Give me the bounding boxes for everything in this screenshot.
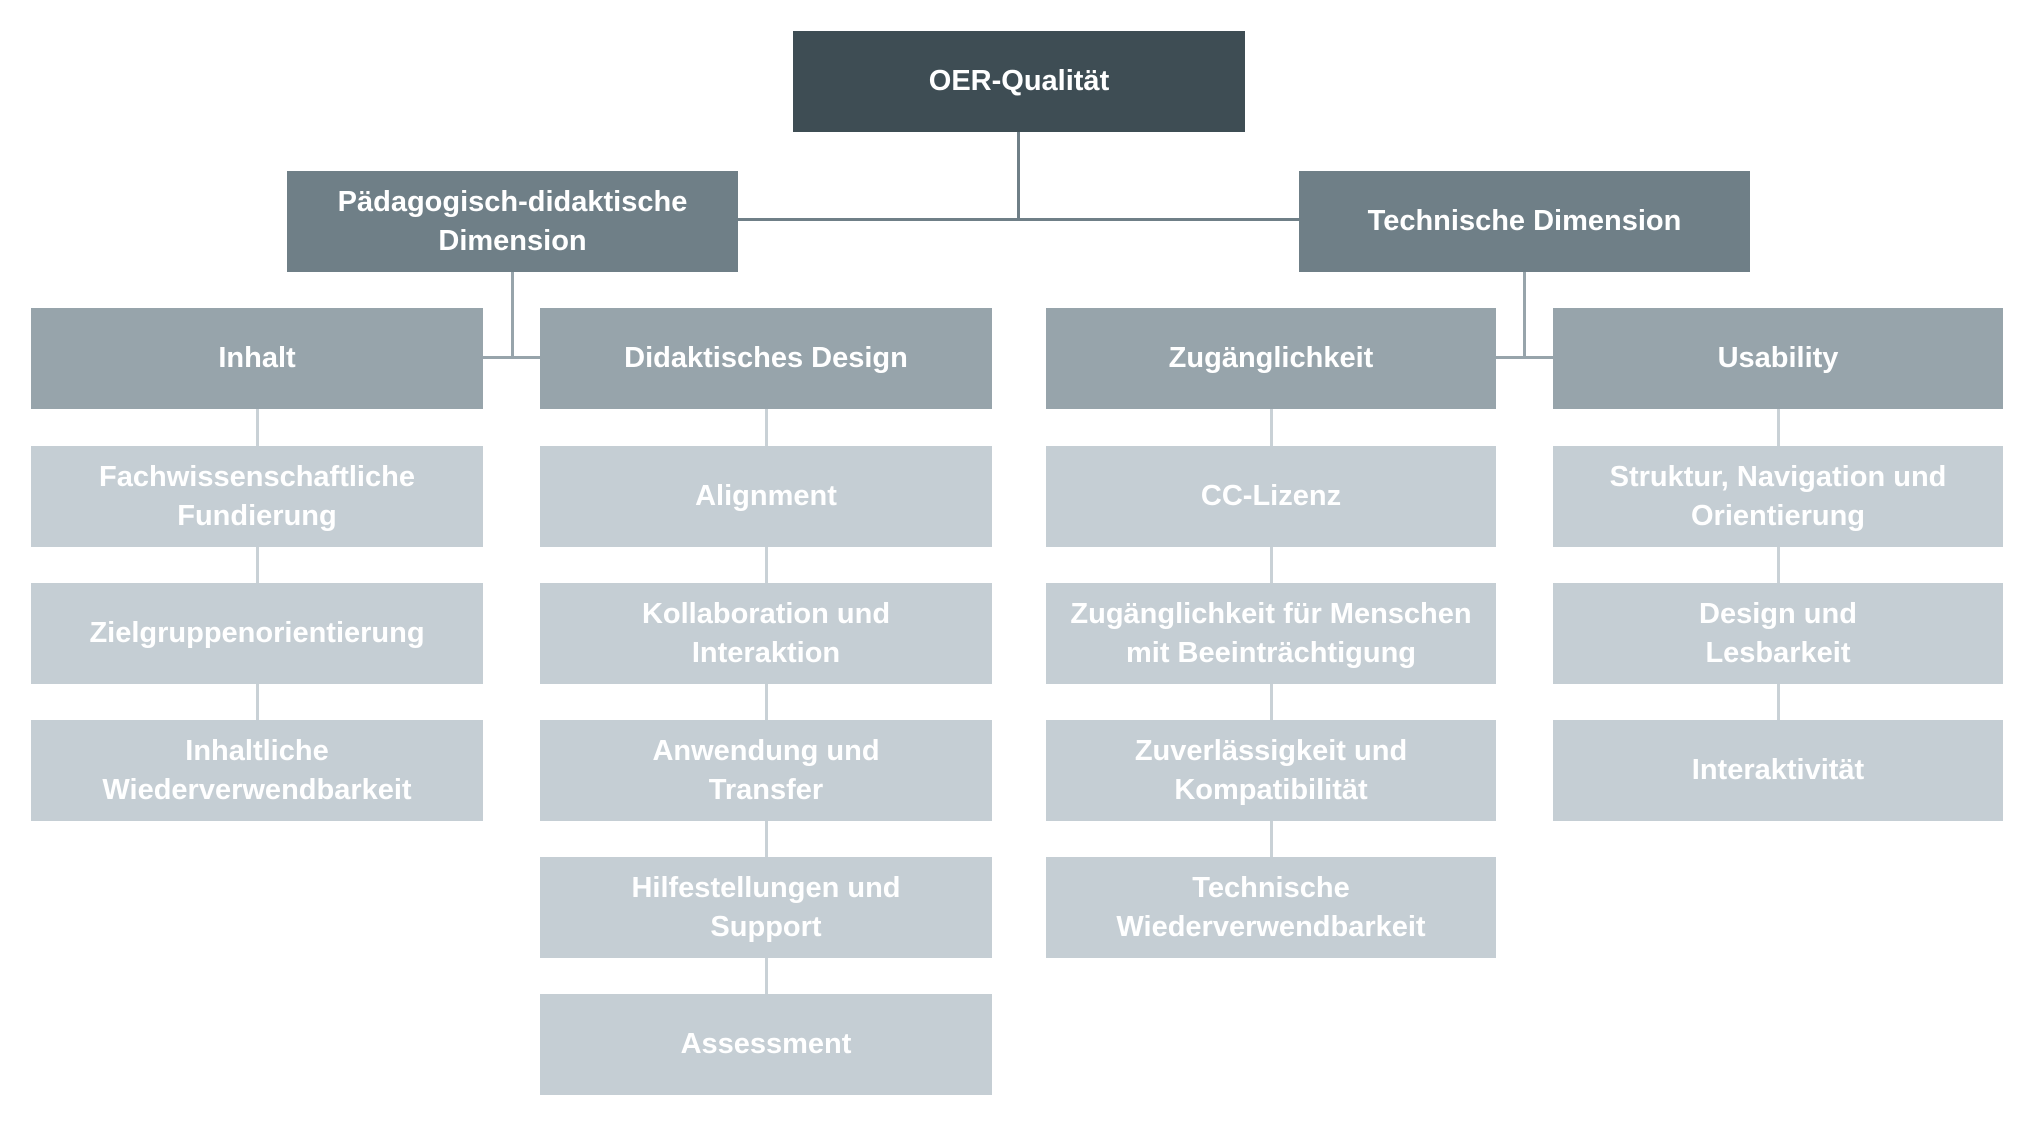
item-inhaltliche-wiederverwendbarkeit: Inhaltliche Wiederverwendbarkeit [31,720,483,821]
connector-root-stem [1017,132,1020,220]
dimension-box-technisch: Technische Dimension [1299,171,1750,272]
column-header-usability: Usability [1553,308,2003,409]
dimension-box-paedagogisch-didaktisch: Pädagogisch-didaktische Dimension [287,171,738,272]
item-kollaboration-und-interaktion-label: Kollaboration und Interaktion [641,597,891,669]
item-interaktivitaet: Interaktivität [1553,720,2003,821]
item-fachwissenschaftliche-fundierung: Fachwissenschaftliche Fundierung [31,446,483,547]
item-technische-wiederverwendbarkeit-label: Technische Wiederverwendbarkeit [1116,871,1426,943]
connector-col3-seg2 [1270,547,1273,583]
item-cc-lizenz-label: CC-Lizenz [1200,480,1342,512]
item-hilfestellungen-und-support: Hilfestellungen und Support [540,857,992,958]
connector-col1-seg1 [256,408,259,446]
connector-technisch-stem [1523,272,1526,358]
connector-col3-seg3 [1270,684,1273,720]
item-design-und-lesbarkeit: Design und Lesbarkeit [1553,583,2003,684]
connector-paedagogisch-stem [511,272,514,358]
item-alignment: Alignment [540,446,992,547]
item-alignment-label: Alignment [695,480,837,512]
column-header-zugaenglichkeit: Zugänglichkeit [1046,308,1496,409]
column-header-usability-label: Usability [1717,342,1839,374]
dimension-paedagogisch-label: Pädagogisch-didaktische Dimension [337,185,688,257]
connector-col4-seg1 [1777,408,1780,446]
item-anwendung-und-transfer: Anwendung und Transfer [540,720,992,821]
item-kollaboration-und-interaktion: Kollaboration und Interaktion [540,583,992,684]
column-header-didaktisches-design-label: Didaktisches Design [624,342,908,374]
connector-col4-seg3 [1777,684,1780,720]
connector-col2-seg3 [765,684,768,720]
item-anwendung-und-transfer-label: Anwendung und Transfer [652,734,880,806]
connector-col3-seg1 [1270,408,1273,446]
item-assessment-label: Assessment [680,1028,852,1060]
connector-col4-seg2 [1777,547,1780,583]
item-cc-lizenz: CC-Lizenz [1046,446,1496,547]
column-header-zugaenglichkeit-label: Zugänglichkeit [1168,342,1374,374]
item-zielgruppenorientierung: Zielgruppenorientierung [31,583,483,684]
item-zielgruppenorientierung-label: Zielgruppenorientierung [89,617,425,649]
column-header-inhalt: Inhalt [31,308,483,409]
root-box-label: OER-Qualität [928,65,1110,97]
connector-col1-seg3 [256,684,259,720]
column-header-didaktisches-design: Didaktisches Design [540,308,992,409]
item-struktur-navigation-orientierung-label: Struktur, Navigation und Orientierung [1609,460,1947,532]
connector-col2-seg1 [765,408,768,446]
dimension-technisch-label: Technische Dimension [1367,205,1682,237]
item-technische-wiederverwendbarkeit: Technische Wiederverwendbarkeit [1046,857,1496,958]
connector-paedagogisch-bridge [483,356,540,359]
item-hilfestellungen-und-support-label: Hilfestellungen und Support [631,871,901,943]
connector-col1-seg2 [256,547,259,583]
item-zuverlaessigkeit-und-kompatibilitaet-label: Zuverlässigkeit und Kompatibilität [1134,734,1408,806]
connector-col2-seg4 [765,821,768,857]
item-interaktivitaet-label: Interaktivität [1691,754,1865,786]
item-zugaenglichkeit-fuer-menschen-label: Zugänglichkeit für Menschen mit Beeinträ… [1070,597,1472,669]
connector-col3-seg4 [1270,821,1273,857]
column-header-inhalt-label: Inhalt [218,342,296,374]
connector-dimensions-bridge [738,218,1299,221]
connector-col2-seg5 [765,958,768,994]
item-inhaltliche-wiederverwendbarkeit-label: Inhaltliche Wiederverwendbarkeit [102,734,412,806]
item-zugaenglichkeit-fuer-menschen: Zugänglichkeit für Menschen mit Beeinträ… [1046,583,1496,684]
item-zuverlaessigkeit-und-kompatibilitaet: Zuverlässigkeit und Kompatibilität [1046,720,1496,821]
root-box: OER-Qualität [793,31,1245,132]
item-design-und-lesbarkeit-label: Design und Lesbarkeit [1699,597,1857,669]
item-fachwissenschaftliche-fundierung-label: Fachwissenschaftliche Fundierung [99,460,415,532]
item-assessment: Assessment [540,994,992,1095]
connector-technisch-bridge [1495,356,1553,359]
connector-col2-seg2 [765,547,768,583]
item-struktur-navigation-orientierung: Struktur, Navigation und Orientierung [1553,446,2003,547]
